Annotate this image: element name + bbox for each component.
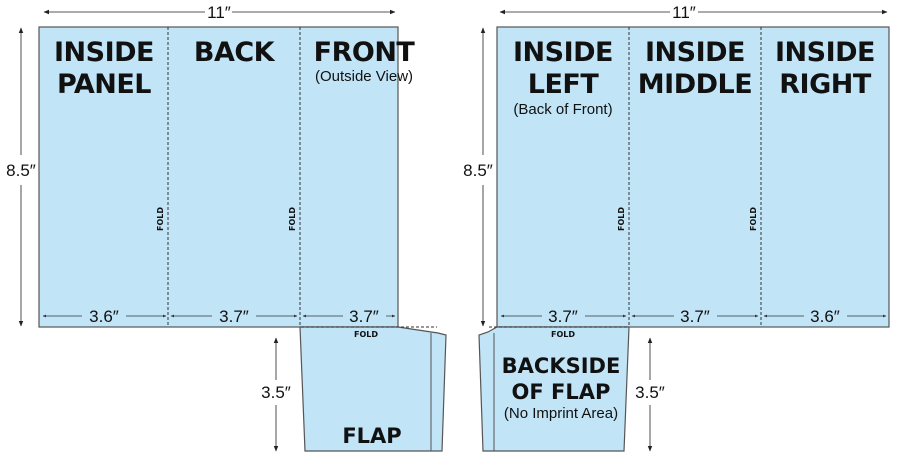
panel-title: FRONT — [314, 37, 416, 68]
panel-title: INSIDE — [645, 37, 745, 68]
height-dimension-label: 8.5″ — [6, 161, 36, 180]
height-dimension-label: 8.5″ — [463, 161, 493, 180]
flap-shape — [478, 326, 630, 452]
flap-fold-label: FOLD — [551, 330, 575, 339]
fold-label: FOLD — [156, 207, 165, 231]
panel-title: PANEL — [57, 69, 151, 100]
flap-fold-label: FOLD — [354, 330, 378, 339]
panel-width-label: 3.6″ — [89, 307, 119, 326]
panel-width-label: 3.7″ — [349, 307, 379, 326]
inside-sheet — [496, 26, 890, 328]
panel-width-label: 3.7″ — [219, 307, 249, 326]
panel-title: RIGHT — [779, 69, 872, 100]
outside-layout: 11″ 8.5″ FOLD FOLD INSIDE PANEL BACK FRO… — [6, 3, 447, 452]
flap-height-label: 3.5″ — [261, 383, 291, 402]
panel-title: INSIDE — [54, 37, 154, 68]
fold-label: FOLD — [617, 207, 626, 231]
flap-title: OF FLAP — [512, 380, 611, 404]
panel-subtitle: (Back of Front) — [513, 101, 612, 118]
panel-title: LEFT — [528, 69, 600, 100]
flap-subtitle: (No Imprint Area) — [504, 405, 618, 422]
panel-subtitle: (Outside View) — [315, 68, 413, 85]
fold-label: FOLD — [288, 207, 297, 231]
flap-title: FLAP — [342, 424, 401, 448]
outside-sheet — [38, 26, 399, 328]
panel-title: MIDDLE — [638, 69, 752, 100]
panel-title: INSIDE — [513, 37, 613, 68]
panel-title: INSIDE — [775, 37, 875, 68]
width-dimension-label: 11″ — [672, 3, 696, 22]
panel-width-label: 3.6″ — [810, 307, 840, 326]
panel-width-label: 3.7″ — [548, 307, 578, 326]
width-dimension-label: 11″ — [207, 3, 231, 22]
flap-title: BACKSIDE — [502, 354, 621, 378]
panel-title: BACK — [194, 37, 276, 68]
flap-height-label: 3.5″ — [635, 383, 665, 402]
inside-layout: 11″ 8.5″ FOLD FOLD INSIDE LEFT (Back of … — [463, 3, 890, 452]
fold-label: FOLD — [749, 207, 758, 231]
panel-width-label: 3.7″ — [680, 307, 710, 326]
